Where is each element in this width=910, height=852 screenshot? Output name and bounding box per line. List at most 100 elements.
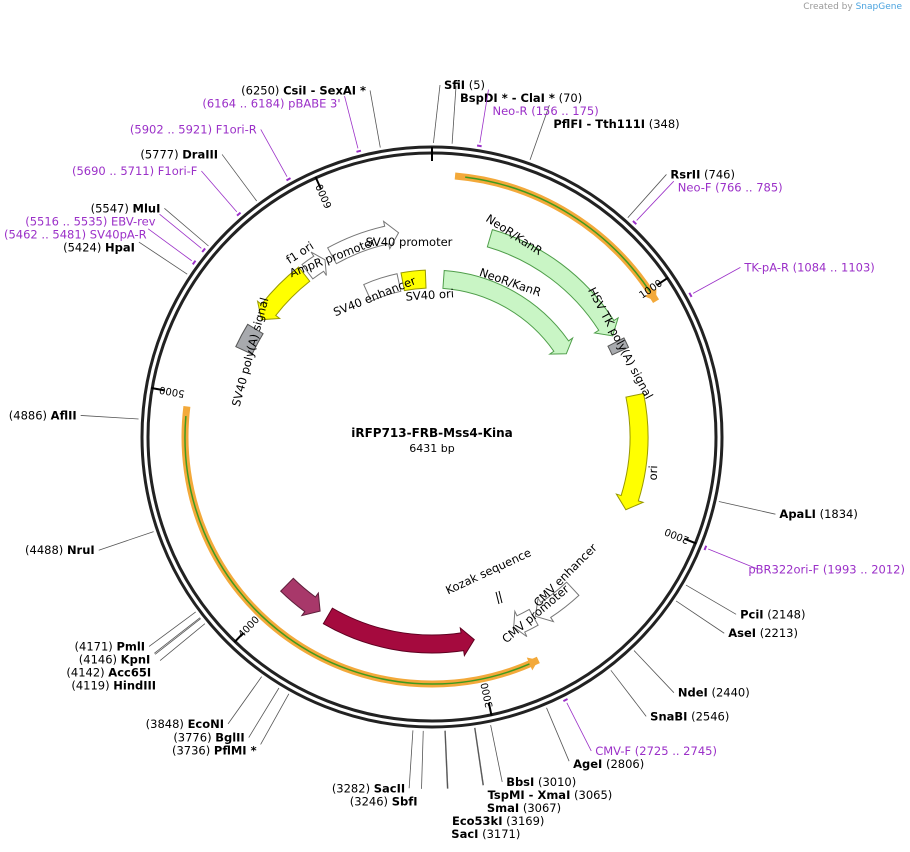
feature-neo-inner[interactable] [442, 269, 574, 355]
feature-frb[interactable] [279, 577, 321, 617]
feature-layer [235, 220, 649, 658]
tick-3000 [487, 702, 493, 716]
backbone [140, 145, 724, 729]
feature-ampr-prom[interactable] [301, 251, 327, 280]
kozak-mark-b [498, 590, 503, 604]
center-label: iRFP713-FRB-Mss4-Kina 6431 bp [351, 426, 513, 455]
enzyme-leader [546, 707, 570, 762]
enzyme-leader [421, 730, 424, 789]
feature-hsv-polyA[interactable] [607, 337, 630, 356]
primer-site-label[interactable]: (5690 .. 5711) F1ori-F [72, 164, 197, 178]
primer-leader [692, 266, 741, 294]
enzyme-site-label[interactable]: (6250) CsiI - SexAI * [241, 83, 366, 97]
enzyme-leader [633, 650, 675, 693]
primer-site-label[interactable]: (6164 .. 6184) pBABE 3' [202, 96, 340, 110]
enzyme-leader [221, 154, 257, 202]
ori-label: ori [646, 465, 661, 480]
enzyme-site-label[interactable]: TspMI - XmaI (3065) [488, 788, 613, 802]
enzyme-leader [474, 727, 484, 786]
enzyme-leader [433, 84, 441, 144]
orf-layer [181, 172, 660, 688]
irfp713-label: iRFP713 [398, 653, 446, 672]
primer-leader [708, 548, 759, 570]
enzyme-site-label[interactable]: PflFI - Tth111I (348) [553, 117, 679, 131]
primer-mark [191, 260, 197, 265]
enzyme-site-label[interactable]: (3246) SbfI [350, 794, 418, 808]
sv40-ori-label: SV40 ori [405, 286, 454, 303]
enzyme-leader [408, 730, 414, 789]
enzyme-leader [529, 105, 550, 160]
enzyme-site-label[interactable]: AgeI (2806) [573, 757, 644, 771]
primer-site-label[interactable]: CMV-F (2725 .. 2745) [595, 744, 717, 758]
enzyme-leader [154, 618, 202, 655]
primer-leader [147, 228, 192, 262]
sv40-promoter-label: SV40 promoter [366, 235, 453, 249]
primer-site-label[interactable]: pBR322ori-F (1993 .. 2012) [748, 562, 905, 576]
enzyme-leader [159, 623, 206, 661]
enzyme-site-label[interactable]: (4119) HindIII [71, 678, 156, 692]
enzyme-site-label[interactable]: SfiI (5) [444, 78, 485, 92]
enzyme-leader [444, 730, 448, 789]
enzyme-site-label[interactable]: NdeI (2440) [678, 686, 750, 700]
enzyme-leader [675, 600, 725, 634]
feature-cmv-enh[interactable] [534, 581, 580, 623]
enzyme-site-label[interactable]: BspDI * - ClaI * (70) [460, 91, 582, 105]
primer-mark [201, 247, 206, 253]
primer-site-label[interactable]: (5902 .. 5921) F1ori-R [130, 122, 257, 136]
enzyme-site-label[interactable]: (5424) HpaI [63, 240, 135, 254]
primer-mark [562, 698, 568, 703]
enzyme-site-label[interactable]: SmaI (3067) [487, 801, 561, 815]
enzyme-site-label[interactable]: SacI (3171) [451, 827, 520, 841]
primer-site-label[interactable]: Neo-F (766 .. 785) [678, 180, 783, 194]
enzyme-site-label[interactable]: (3282) SacII [332, 781, 405, 795]
primer-mark [632, 220, 637, 225]
primer-mark [703, 545, 708, 551]
feature-cmv-prom[interactable] [513, 608, 539, 638]
enzyme-site-label[interactable]: BbsI (3010) [506, 775, 576, 789]
enzyme-site-label[interactable]: (3736) PflMI * [172, 744, 257, 758]
feature-sv40-polyA-left[interactable] [235, 323, 264, 355]
sv40-polyA-label: SV40 poly(A) signal [229, 296, 272, 408]
enzyme-site-label[interactable]: (4886) AflII [9, 408, 77, 422]
primer-site-label[interactable]: (5462 .. 5481) SV40pA-R [4, 227, 147, 241]
feature-ori[interactable] [615, 392, 649, 511]
enzyme-site-label[interactable]: SnaBI (2546) [650, 709, 729, 723]
enzyme-site-label[interactable]: (4171) PmlI [75, 639, 146, 653]
primer-leader [201, 170, 238, 213]
enzyme-leader [369, 90, 381, 148]
tick-4000 [233, 632, 245, 643]
plasmid-size: 6431 bp [409, 442, 454, 455]
enzyme-site-label[interactable]: (4146) KpnI [79, 652, 151, 666]
enzyme-leader [451, 85, 457, 144]
primer-site-label[interactable]: Neo-R (156 .. 175) [492, 104, 598, 118]
primer-site-label[interactable]: TK-pA-R (1084 .. 1103) [743, 260, 874, 274]
tick-1000 [656, 276, 669, 286]
feature-irfp713[interactable] [322, 607, 475, 658]
enzyme-site-label[interactable]: RsrII (746) [670, 167, 735, 181]
feature-sv40-ori[interactable] [400, 269, 427, 292]
enzyme-site-label[interactable]: (4142) Acc65I [66, 665, 151, 679]
enzyme-site-label[interactable]: (3776) BglII [173, 731, 244, 745]
enzyme-leader [490, 725, 503, 783]
feature-neo-outer[interactable] [486, 228, 620, 337]
feature-sv40-enh[interactable] [363, 273, 402, 302]
credit-text: Created by [803, 2, 853, 12]
enzyme-leader [138, 241, 188, 275]
enzyme-site-label[interactable]: (3848) EcoNI [146, 717, 224, 731]
primer-mark [356, 149, 362, 153]
feature-sv40-prom-outer[interactable] [326, 220, 400, 265]
enzyme-site-label[interactable]: Eco53kI (3169) [452, 814, 544, 828]
enzyme-site-label[interactable]: PciI (2148) [740, 607, 805, 621]
feature-f1-ori[interactable] [256, 266, 311, 321]
enzyme-leader [444, 730, 449, 789]
enzyme-site-label[interactable]: AseI (2213) [728, 626, 798, 640]
orf-neo-inner [465, 176, 652, 293]
enzyme-site-label[interactable]: (5547) MluI [91, 201, 161, 215]
enzyme-site-label[interactable]: (5777) DraIII [140, 147, 218, 161]
primer-site-label[interactable]: (5516 .. 5535) EBV-rev [25, 214, 155, 228]
enzyme-site-label[interactable]: ApaLI (1834) [779, 507, 857, 521]
enzyme-leader [627, 174, 667, 218]
enzyme-site-label[interactable]: (4488) NruI [25, 543, 95, 557]
enzyme-leader [718, 501, 776, 515]
